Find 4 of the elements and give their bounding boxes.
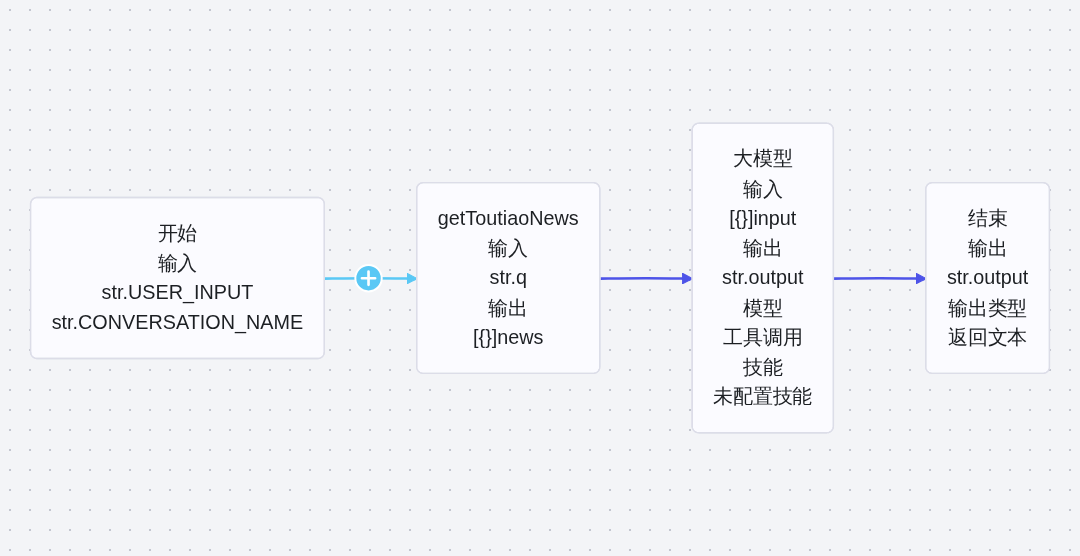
- node-card: 大模型 输入 [{}]input 输出 str.output 模型 工具调用 技能 未配置技能: [691, 122, 835, 434]
- node-card: getToutiaoNews 输入 str.q 输出 [{}]news: [416, 182, 601, 374]
- node-card: 开始 输入 str.USER_INPUT str.CONVERSATION_NAME: [29, 196, 325, 360]
- node-card: 结束 输出 str.output 输出类型 返回文本: [925, 182, 1051, 374]
